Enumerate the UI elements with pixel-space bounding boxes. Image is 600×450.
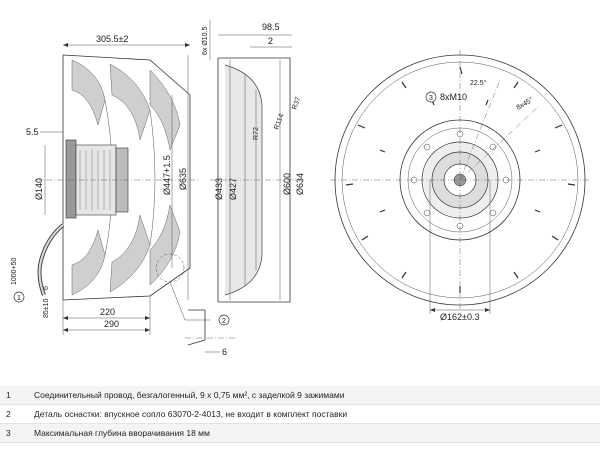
dim-d162: Ø162±0.3 — [440, 312, 479, 322]
note-text: Соединительный провод, безгалогенный, 9 … — [30, 386, 600, 405]
dim-d635: Ø635 — [178, 168, 188, 190]
note-number: 2 — [0, 404, 30, 424]
callout-2-label: 2 — [222, 318, 226, 325]
note-number: 3 — [0, 423, 30, 443]
front-view: 22.5° 3 8xM10 8x45° Ø162±0.3 — [330, 50, 590, 322]
callout-3 — [425, 91, 437, 103]
notes-table: 1 Соединительный провод, безгалогенный, … — [0, 386, 600, 443]
dim-98-5: 98.5 — [262, 22, 280, 32]
note-number: 1 — [0, 386, 30, 405]
dim-8x45-deg: 8x45° — [515, 96, 535, 112]
note-text: Максимальная глубина вворачивания 18 мм — [30, 423, 600, 443]
note-row: 1 Соединительный провод, безгалогенный, … — [0, 386, 600, 405]
dim-6-detail: 6 — [222, 347, 227, 357]
dim-d140: Ø140 — [34, 178, 44, 200]
dim-d427: Ø427 — [228, 178, 238, 200]
dim-305-5: 305.5±2 — [96, 34, 128, 44]
callout-2 — [218, 314, 230, 326]
note-text: Деталь оснастки: впускное сопло 63070-2-… — [30, 404, 600, 424]
dim-290: 290 — [104, 319, 119, 329]
technical-drawing: 305.5±2 5.5 Ø140 Ø447+1.5 Ø — [11, 20, 590, 357]
callout-1-label: 1 — [17, 295, 21, 302]
dim-r72: R72 — [253, 127, 260, 140]
dim-8xm10: 8xM10 — [440, 92, 467, 102]
dim-5-5: 5.5 — [26, 127, 39, 137]
callout-3-label: 3 — [429, 95, 433, 102]
dim-r37: R37 — [291, 96, 302, 111]
dim-2: 2 — [268, 36, 273, 46]
dim-85: 85±10 — [43, 298, 50, 318]
dim-d447: Ø447+1.5 — [162, 155, 172, 195]
note-row: 2 Деталь оснастки: впускное сопло 63070-… — [0, 404, 600, 424]
dim-cable-length: 1000+50 — [11, 257, 18, 285]
dim-6x-d10-5: 6x Ø10.5 — [202, 26, 209, 55]
dim-22-5-deg: 22.5° — [470, 79, 487, 87]
dim-220: 220 — [100, 307, 115, 317]
dim-6-left: 6 — [43, 286, 50, 290]
dim-d634: Ø634 — [295, 173, 305, 195]
dim-r114: R114 — [273, 113, 285, 131]
callout-1 — [13, 291, 25, 303]
side-view: 305.5±2 5.5 Ø140 Ø447+1.5 Ø — [11, 34, 235, 357]
dim-d600: Ø600 — [282, 173, 292, 195]
nozzle-section: 6x Ø10.5 98.5 2 R37 R114 R72 Ø433 Ø427 Ø… — [202, 20, 305, 303]
dim-d433: Ø433 — [214, 178, 224, 200]
note-row: 3 Максимальная глубина вворачивания 18 м… — [0, 423, 600, 443]
